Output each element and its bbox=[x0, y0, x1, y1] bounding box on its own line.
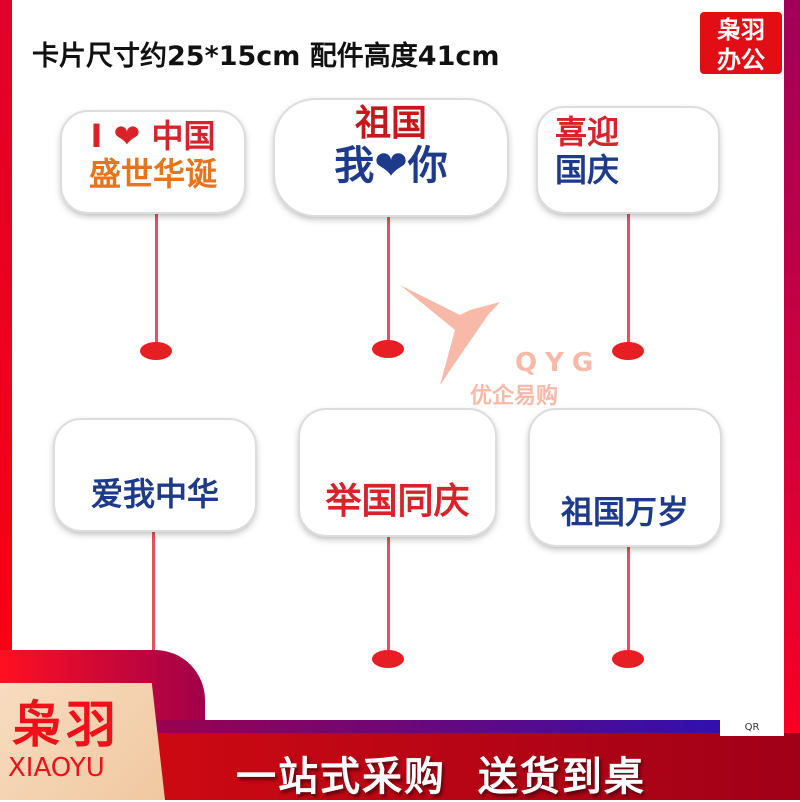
stick bbox=[387, 215, 390, 345]
card-line1: I ❤ 中国 bbox=[90, 117, 216, 155]
logo-line2: 办公 bbox=[717, 46, 765, 74]
red-band bbox=[100, 733, 800, 800]
card-motherland-love: 祖国 我❤你 bbox=[273, 98, 509, 217]
card-love-china: 爱我中华 bbox=[53, 418, 257, 532]
stick bbox=[152, 530, 155, 660]
qr-code: QR bbox=[720, 720, 784, 736]
card-line2: 盛世华诞 bbox=[88, 155, 217, 193]
stick-base bbox=[612, 342, 644, 360]
card-national-day: 喜迎 国庆 bbox=[536, 106, 720, 214]
stick bbox=[387, 530, 390, 660]
card-i-love-china: I ❤ 中国 盛世华诞 bbox=[60, 110, 246, 214]
stick bbox=[155, 205, 158, 350]
frame-left bbox=[0, 0, 12, 800]
brand-name: 枭羽 bbox=[12, 696, 120, 754]
stick-base bbox=[612, 650, 644, 668]
brand-logo: 枭羽 办公 bbox=[698, 10, 784, 76]
stick bbox=[627, 205, 630, 350]
bird-logo-icon bbox=[400, 285, 500, 385]
card-line2: 国庆 bbox=[555, 151, 620, 189]
stick-base bbox=[372, 340, 404, 358]
frame-right bbox=[784, 0, 800, 800]
card-line1: 喜迎 bbox=[555, 113, 620, 151]
size-headline: 卡片尺寸约25*15cm 配件高度41cm bbox=[32, 41, 500, 72]
card-line1: 祖国 bbox=[354, 103, 427, 144]
card-nation-celebrates: 举国同庆 bbox=[298, 408, 497, 537]
brand-name-en: XIAOYU bbox=[8, 753, 105, 783]
slogan: 一站式采购 送货到桌 bbox=[236, 754, 646, 800]
logo-line1: 枭羽 bbox=[717, 16, 765, 44]
stick-base bbox=[140, 342, 172, 360]
stick bbox=[627, 540, 630, 660]
brand-badge: 枭羽 XIAOYU bbox=[0, 683, 165, 800]
watermark-text: 优企易购 bbox=[470, 384, 559, 409]
card-long-live: 祖国万岁 bbox=[528, 408, 722, 547]
card-line2: 我❤你 bbox=[334, 143, 448, 189]
frame-top bbox=[0, 0, 800, 8]
card-line1: 爱我中华 bbox=[90, 475, 219, 513]
watermark: QYG 优企易购 bbox=[400, 280, 602, 409]
stick-base bbox=[372, 650, 404, 668]
watermark-letters: QYG bbox=[515, 348, 602, 378]
card-line1: 祖国万岁 bbox=[560, 493, 689, 531]
card-line1: 举国同庆 bbox=[325, 481, 470, 522]
